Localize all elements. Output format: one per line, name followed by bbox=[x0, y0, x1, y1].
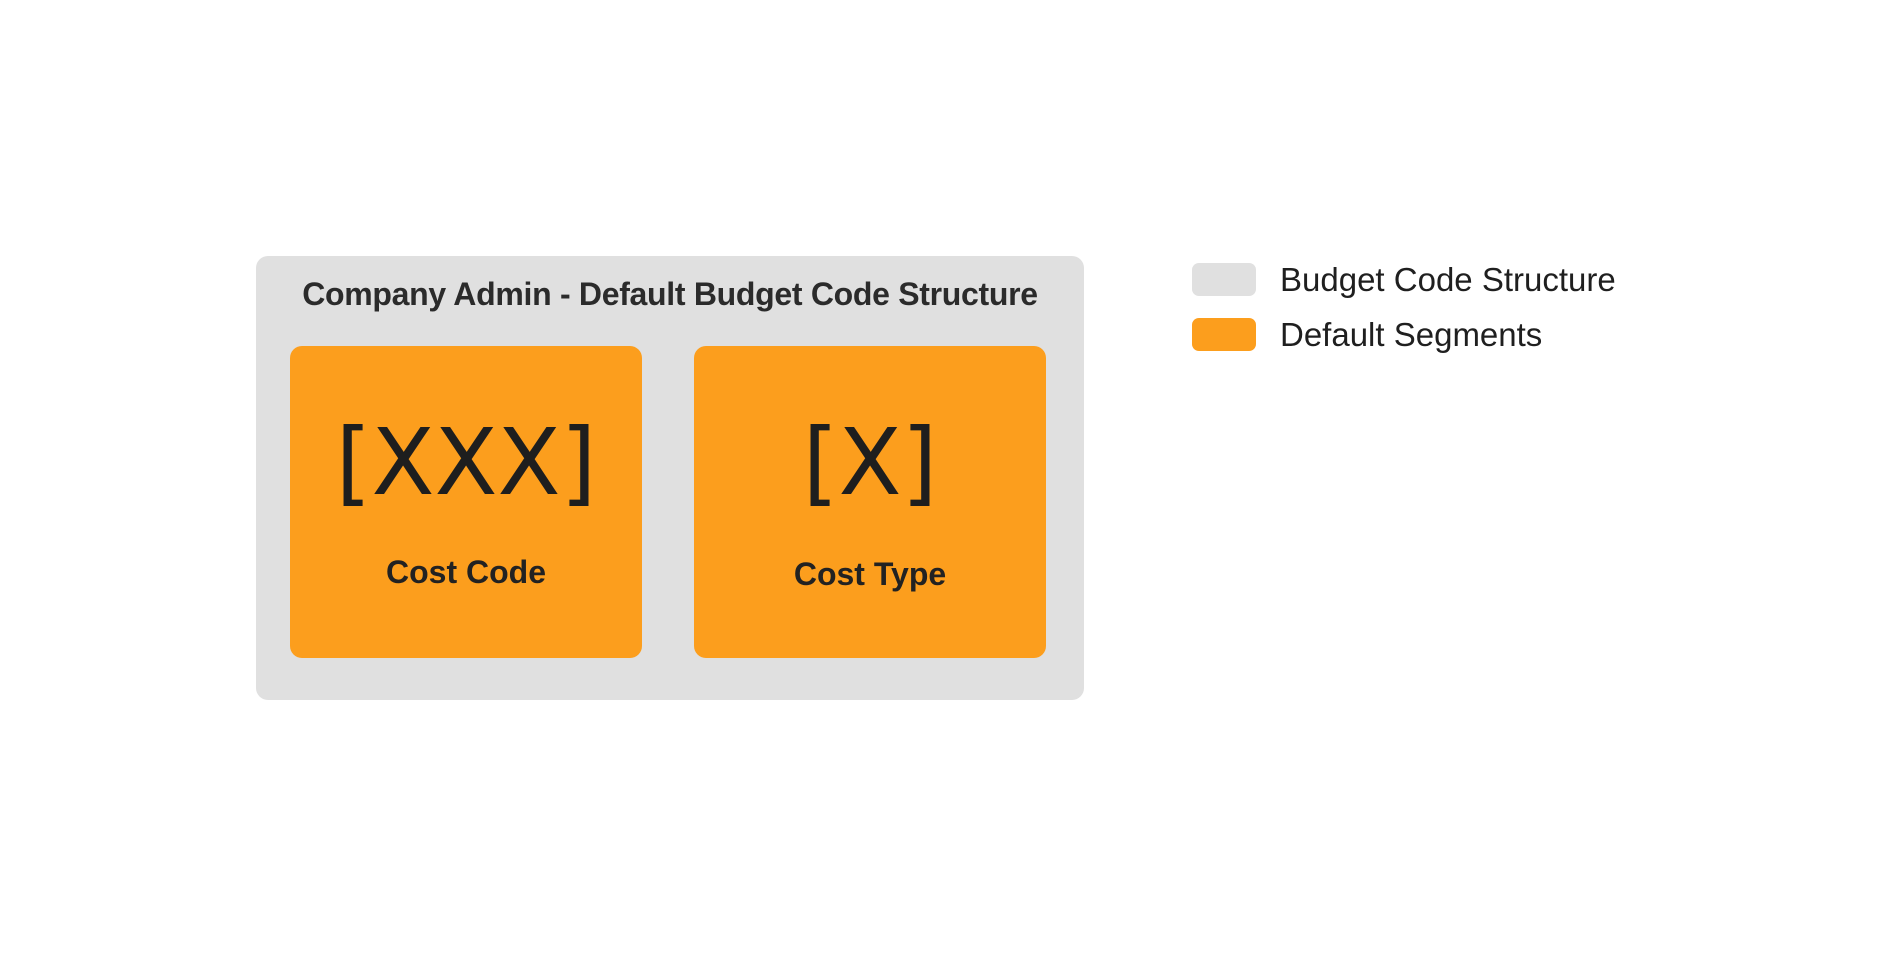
legend-label: Default Segments bbox=[1280, 316, 1543, 353]
segment-code-placeholder: [X] bbox=[802, 409, 938, 516]
legend-item-budget-code-structure: Budget Code Structure bbox=[1192, 261, 1692, 298]
legend-swatch-gray bbox=[1192, 263, 1256, 296]
legend-item-default-segments: Default Segments bbox=[1192, 316, 1692, 353]
segment-code-placeholder: [XXX] bbox=[335, 409, 597, 516]
segment-cost-type: [X] Cost Type bbox=[694, 346, 1046, 658]
segment-cost-code: [XXX] Cost Code bbox=[290, 346, 642, 658]
legend-swatch-orange bbox=[1192, 318, 1256, 351]
segment-label: Cost Type bbox=[793, 556, 947, 592]
diagram-title: Company Admin - Default Budget Code Stru… bbox=[302, 276, 1038, 312]
legend-label: Budget Code Structure bbox=[1280, 261, 1616, 298]
segment-label: Cost Code bbox=[386, 554, 546, 590]
budget-code-structure-container: Company Admin - Default Budget Code Stru… bbox=[256, 256, 1084, 700]
